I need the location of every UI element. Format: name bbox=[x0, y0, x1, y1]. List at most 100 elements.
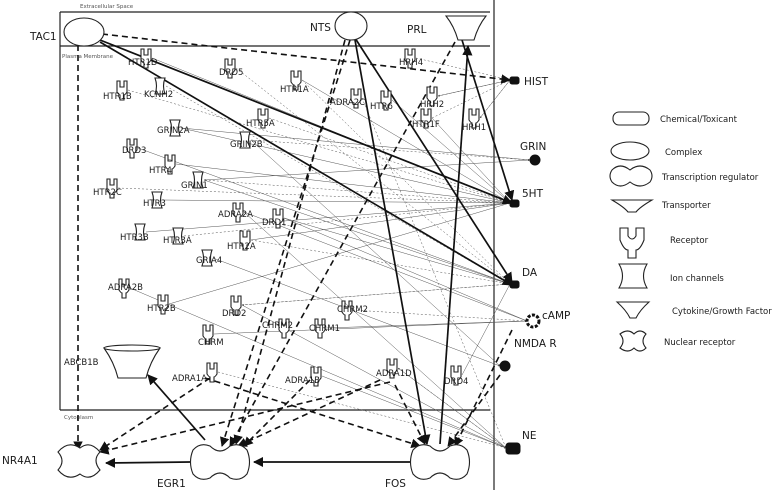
node-kcnh2[interactable]: KCNH2 bbox=[144, 77, 173, 100]
edge-drd3-da bbox=[137, 147, 511, 285]
complex-icon bbox=[610, 141, 650, 161]
edge-htr1f-5ht bbox=[431, 117, 511, 204]
node-drd2[interactable]: DRD2 bbox=[222, 295, 246, 319]
svg-text:Transporter: Transporter bbox=[661, 201, 711, 211]
htr2b-label: HTR2B bbox=[147, 304, 176, 314]
node-drd3[interactable]: DRD3 bbox=[122, 138, 146, 159]
chemical-hist[interactable]: HIST bbox=[509, 76, 549, 88]
htr1b-label: HTR1B bbox=[103, 92, 132, 102]
htr4-label: HTR4 bbox=[149, 166, 172, 176]
node-htr1b[interactable]: HTR1B bbox=[103, 80, 132, 102]
edge-drd4-da bbox=[461, 283, 511, 376]
receptor-icon bbox=[206, 362, 218, 383]
node-htr1f[interactable]: HTR1F bbox=[412, 108, 440, 130]
svg-text:Transcription regulator: Transcription regulator bbox=[661, 173, 759, 183]
edge-grin2a-grin bbox=[180, 127, 531, 161]
receptor-icon bbox=[278, 318, 290, 339]
receptor-icon bbox=[239, 230, 251, 251]
node-nts[interactable]: NTS bbox=[310, 11, 368, 41]
node-abcb1b[interactable]: ABCB1B bbox=[64, 344, 162, 379]
extracellular-label: Extracellular Space bbox=[80, 4, 134, 10]
node-hrh4[interactable]: HRH4 bbox=[399, 48, 423, 69]
node-adra1b[interactable]: ADRA1B bbox=[285, 366, 322, 387]
chemical-grin[interactable]: GRIN bbox=[520, 141, 546, 166]
node-chrm1[interactable]: CHRM1 bbox=[309, 318, 340, 339]
nuclear-receptor-icon bbox=[619, 330, 647, 352]
node-adra2b[interactable]: ADRA2B bbox=[108, 278, 143, 299]
edge-adra1d-fos bbox=[394, 384, 426, 445]
edge-adra1d-nr4a1 bbox=[99, 381, 391, 455]
htr6-label: HTR6 bbox=[370, 102, 393, 112]
drd2-label: DRD2 bbox=[222, 309, 246, 319]
node-adra2c[interactable]: ADRA2C bbox=[330, 88, 365, 109]
edge-htr2a-5ht bbox=[250, 202, 511, 241]
node-hrh1[interactable]: HRH1 bbox=[462, 108, 486, 133]
5ht-label: 5HT bbox=[522, 188, 544, 200]
node-grin2a[interactable]: GRIN2A bbox=[157, 119, 190, 137]
hrh4-label: HRH4 bbox=[399, 58, 423, 68]
edge-nts-egr1-b bbox=[220, 39, 351, 447]
node-gria4[interactable]: GRIA4 bbox=[196, 249, 222, 267]
edge-hrh4-hist bbox=[415, 57, 511, 81]
receptor-icon bbox=[468, 108, 480, 129]
edge-grin1-grin bbox=[203, 159, 531, 181]
chrm2-label: CHRM2 bbox=[337, 305, 368, 315]
htr3-label: HTR3 bbox=[143, 199, 166, 209]
node-htr2a[interactable]: HTR2A bbox=[227, 230, 256, 252]
node-grin2b[interactable]: GRIN2B bbox=[230, 131, 263, 150]
edge-tac1-da bbox=[99, 41, 513, 286]
node-prl[interactable]: PRL bbox=[407, 15, 488, 41]
node-htr5a[interactable]: HTR5A bbox=[246, 108, 275, 129]
chemical-nmda-r[interactable]: NMDA R bbox=[499, 338, 557, 372]
edge-da-drd2 bbox=[241, 283, 511, 306]
fos-label: FOS bbox=[385, 478, 406, 490]
node-hrh2[interactable]: HRH2 bbox=[420, 86, 444, 110]
node-htr1d[interactable]: HTR1D bbox=[128, 48, 158, 69]
edge-htr5a-5ht bbox=[268, 117, 511, 204]
node-htr2c[interactable]: HTR2C bbox=[93, 178, 122, 199]
edge-grin2a-5ht bbox=[180, 127, 511, 204]
svg-text:Complex: Complex bbox=[665, 148, 702, 158]
node-adra1a[interactable]: ADRA1A bbox=[172, 362, 218, 384]
edge-prl-egr1 bbox=[229, 41, 456, 447]
adra1a-label: ADRA1A bbox=[172, 374, 207, 384]
node-htr4[interactable]: HTR4 bbox=[149, 154, 176, 176]
node-htr1a[interactable]: HTR1A bbox=[280, 70, 309, 95]
node-adra1d[interactable]: ADRA1D bbox=[376, 358, 412, 379]
edge-drd1-camp bbox=[283, 217, 528, 322]
node-htr3a[interactable]: HTR3A bbox=[163, 227, 192, 246]
transporter-icon bbox=[609, 199, 655, 213]
node-fos[interactable]: FOS bbox=[385, 444, 471, 490]
edge-tac1-hist bbox=[101, 33, 511, 84]
node-drd1[interactable]: DRD1 bbox=[262, 208, 286, 229]
node-drd5[interactable]: DRD5 bbox=[219, 58, 243, 79]
node-chrm2[interactable]: CHRM2 bbox=[337, 300, 368, 321]
legend-item-transcription: Transcription regulator bbox=[609, 165, 759, 187]
chemical-camp[interactable]: cAMP bbox=[525, 310, 570, 329]
htr3b-label: HTR3B bbox=[120, 233, 149, 243]
chemical-da[interactable]: DA bbox=[509, 267, 538, 289]
compartment-frame bbox=[59, 0, 495, 490]
node-htr2b[interactable]: HTR2B bbox=[147, 294, 176, 315]
node-chrm2b[interactable]: CHRM2 bbox=[262, 318, 293, 339]
node-chrm[interactable]: CHRM bbox=[198, 324, 224, 348]
node-htr3b[interactable]: HTR3B bbox=[120, 223, 149, 243]
node-htr6[interactable]: HTR6 bbox=[370, 90, 393, 112]
node-nr4a1[interactable]: NR4A1 bbox=[2, 444, 101, 478]
edge-adra2c-ne bbox=[361, 97, 507, 449]
chemical-5ht[interactable]: 5HT bbox=[509, 188, 544, 208]
gria4-label: GRIA4 bbox=[196, 256, 222, 266]
node-adra2a[interactable]: ADRA2A bbox=[218, 202, 253, 223]
node-drd4[interactable]: DRD4 bbox=[444, 365, 468, 387]
edge-gria4-nmda bbox=[212, 257, 501, 367]
legend-item-ion: Ion channels bbox=[618, 263, 724, 289]
nr4a1-label: NR4A1 bbox=[2, 455, 38, 467]
node-htr3[interactable]: HTR3 bbox=[143, 191, 166, 209]
node-egr1[interactable]: EGR1 bbox=[157, 444, 251, 490]
node-grin1[interactable]: GRIN1 bbox=[181, 171, 208, 191]
receptor-icon bbox=[619, 227, 645, 259]
node-tac1[interactable]: TAC1 bbox=[29, 17, 105, 47]
edge-htr6-5ht bbox=[391, 99, 511, 204]
adra2a-label: ADRA2A bbox=[218, 210, 253, 220]
chemical-ne[interactable]: NE bbox=[505, 430, 537, 455]
